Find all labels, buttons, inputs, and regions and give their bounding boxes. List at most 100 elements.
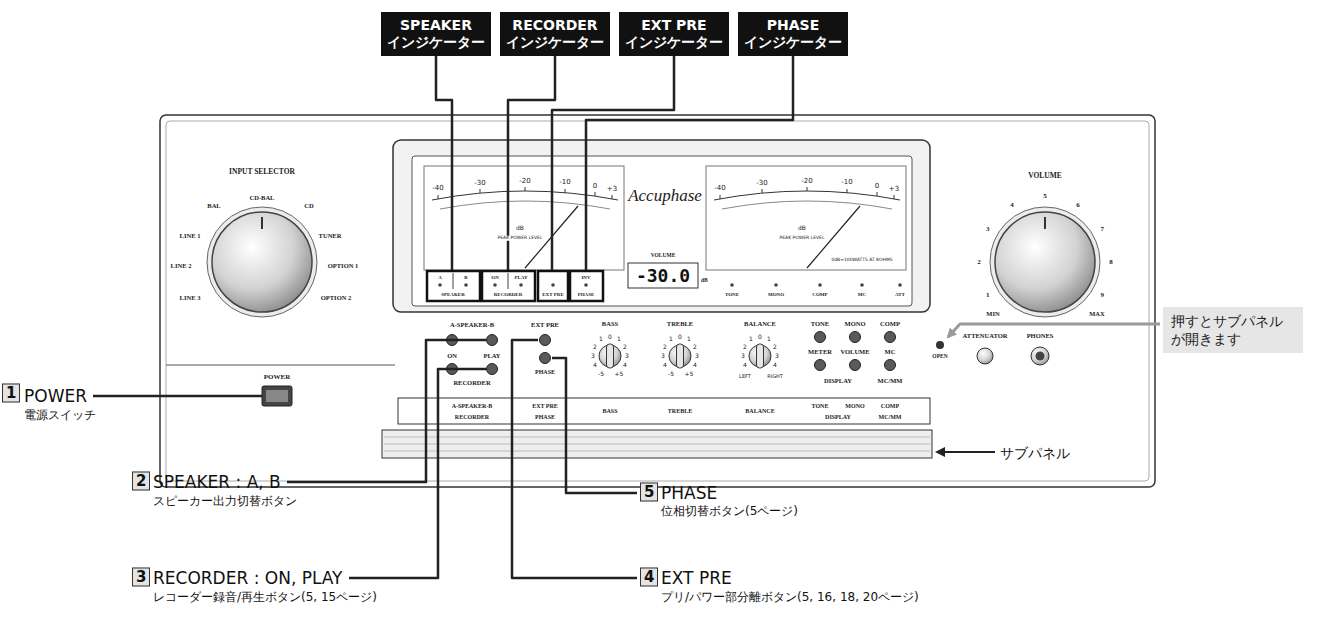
dial-number: 2 <box>977 259 981 266</box>
control-label: ATTENUATOR <box>963 333 1008 340</box>
control-label: A-SPEAKER-B <box>450 322 494 329</box>
callout-number: 3 <box>132 568 150 587</box>
dial-number: 3 <box>986 226 990 233</box>
control-label: TONE <box>811 321 829 328</box>
part-description: 電源スイッチ <box>24 409 96 421</box>
part-name: EXT PRE <box>661 570 732 587</box>
meter-scale: -20 <box>800 178 813 185</box>
control-label: VOLUME <box>840 349 869 356</box>
knob-scale: 3 <box>661 353 665 359</box>
callout-number: 5 <box>640 483 658 502</box>
knob-scale: 2 <box>773 344 777 350</box>
knob-scale: 2 <box>743 344 747 350</box>
dial-number: 6 <box>1076 201 1080 208</box>
knob-scale: 0 <box>758 334 762 340</box>
control-title: INPUT SELECTOR <box>229 168 295 176</box>
part-description: レコーダー録音/再生ボタン(5, 15ページ) <box>153 591 377 603</box>
subpanel-label: A-SPEAKER-B <box>452 403 493 409</box>
callout-text: 押すとサブパネルが開きます <box>1171 312 1295 348</box>
control-label: MC/MM <box>878 378 903 385</box>
volume-readout: -30.0 <box>636 267 690 285</box>
knob-scale: -5 <box>598 371 604 377</box>
knob-scale: +5 <box>685 371 694 377</box>
knob-scale: 4 <box>623 362 627 368</box>
selector-position: OPTION 1 <box>328 263 359 270</box>
indicator-callout: EXT PRE インジケーター <box>619 12 729 56</box>
selector-position: LINE 2 <box>171 263 192 270</box>
knob-scale: LEFT <box>739 374 751 379</box>
knob-scale: 1 <box>599 336 603 342</box>
dial-number: 8 <box>1109 259 1113 266</box>
indicator-label: TONE <box>725 292 739 297</box>
meter-scale: -40 <box>713 185 726 192</box>
knob-scale: 2 <box>693 344 697 350</box>
subpanel-label: BALANCE <box>745 408 774 414</box>
indicator-label: MONO <box>768 292 784 297</box>
control-label: COMP <box>880 321 900 328</box>
subpanel-label: COMP <box>881 403 899 409</box>
knob-scale: -5 <box>668 371 674 377</box>
selector-position: BAL <box>207 203 220 210</box>
selector-position: CD <box>304 203 313 210</box>
part-description: プリ/パワー部分離ボタン(5, 16, 18, 20ページ) <box>661 591 919 603</box>
control-title: VOLUME <box>1028 172 1062 180</box>
callout-text: EXT PRE インジケーター <box>623 17 725 51</box>
subpanel-label: MONO <box>845 403 864 409</box>
dial-number: 1 <box>986 292 990 299</box>
knob-scale: 4 <box>663 362 667 368</box>
meter-scale: -40 <box>431 185 444 192</box>
callout-text: SPEAKER インジケーター <box>385 17 487 51</box>
callout-text: PHASE インジケーター <box>742 17 844 51</box>
knob-scale: 1 <box>749 336 753 342</box>
meter-scale: -30 <box>755 180 768 187</box>
indicator-label: INV <box>581 275 590 280</box>
subpanel-label: RECORDER <box>455 414 489 420</box>
brand-logo: Accuphase <box>628 187 702 204</box>
meter-scale: +3 <box>888 186 900 193</box>
control-label: ON <box>447 353 457 360</box>
leader-line <box>349 369 486 578</box>
part-name: PHASE <box>661 485 717 502</box>
knob-scale: RIGHT <box>767 374 783 379</box>
indicator-callout: SPEAKER インジケーター <box>381 12 491 56</box>
meter-caption: PEAK POWER LEVEL <box>497 236 544 241</box>
subpanel-label: DISPLAY <box>825 414 851 420</box>
selector-position: CD-BAL <box>250 195 275 202</box>
meter-scale: +3 <box>606 186 618 193</box>
control-label: EXT PRE <box>531 322 559 329</box>
knob-scale: 0 <box>608 334 612 340</box>
knob-scale: 2 <box>663 344 667 350</box>
meter-scale: -10 <box>558 179 571 186</box>
knob-scale: 2 <box>593 344 597 350</box>
selector-position: LINE 3 <box>180 295 201 302</box>
part-name: RECORDER : ON, PLAY <box>153 570 343 587</box>
knob-scale: 1 <box>687 336 691 342</box>
display-title: VOLUME <box>651 253 676 259</box>
indicator-label: COMP <box>812 292 827 297</box>
control-label: MONO <box>845 321 866 328</box>
note-callout: 押すとサブパネルが開きます <box>1163 307 1303 353</box>
selector-position: LINE 1 <box>180 233 201 240</box>
control-label: MC <box>885 349 896 356</box>
subpanel-label: BASS <box>602 408 617 414</box>
knob-scale: 4 <box>593 362 597 368</box>
knob-scale: 3 <box>625 353 629 359</box>
selector-position: TUNER <box>319 233 342 240</box>
control-label: PLAY <box>483 353 500 360</box>
control-label: DISPLAY <box>824 378 852 385</box>
knob-scale: 1 <box>767 336 771 342</box>
dial-number: 7 <box>1100 226 1104 233</box>
knob-scale: 1 <box>617 336 621 342</box>
part-description: スピーカー出力切替ボタン <box>153 495 297 507</box>
leader-line <box>93 395 262 398</box>
indicator-callout: PHASE インジケーター <box>738 12 848 56</box>
callout-number: 4 <box>640 568 658 587</box>
knob-scale: 4 <box>693 362 697 368</box>
dial-number: 9 <box>1100 292 1104 299</box>
control-label: PHONES <box>1027 333 1054 340</box>
knob-scale: 3 <box>775 353 779 359</box>
meter-unit: dB <box>797 225 807 231</box>
meter-scale: -30 <box>473 180 486 187</box>
